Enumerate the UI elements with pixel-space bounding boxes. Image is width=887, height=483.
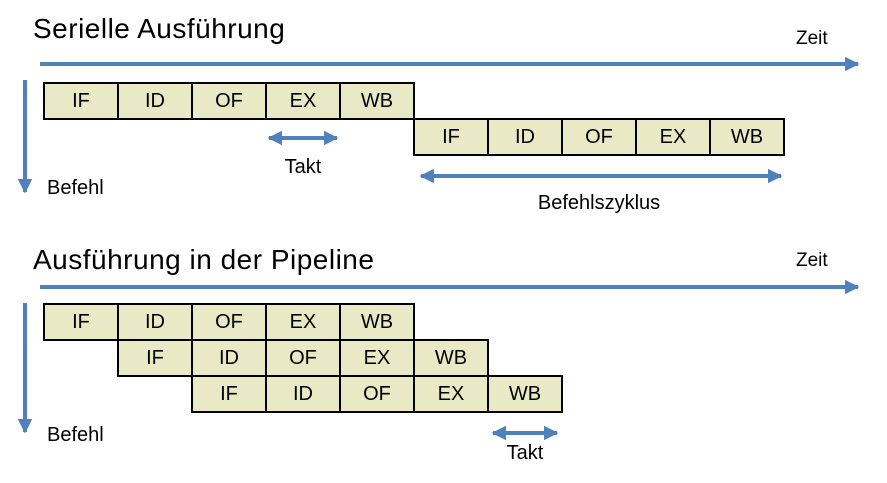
stage-cell: EX bbox=[265, 303, 341, 341]
stage-cell: WB bbox=[339, 82, 415, 120]
serial-time-axis-label: Zeit bbox=[796, 28, 828, 49]
stage-cell: IF bbox=[43, 82, 119, 120]
pipeline-section-title: Ausführung in der Pipeline bbox=[33, 244, 375, 275]
stage-cell: WB bbox=[487, 375, 563, 413]
stage-cell: OF bbox=[339, 375, 415, 413]
pipeline-instruction-1-row: IF ID OF EX WB bbox=[43, 303, 415, 341]
stage-cell: WB bbox=[709, 118, 785, 156]
stage-cell: ID bbox=[265, 375, 341, 413]
stage-cell: ID bbox=[191, 339, 267, 377]
stage-cell: IF bbox=[117, 339, 193, 377]
stage-cell: EX bbox=[265, 82, 341, 120]
befehlszyklus-label: Befehlszyklus bbox=[537, 192, 661, 214]
serial-instruction-1-row: IF ID OF EX WB bbox=[43, 82, 415, 120]
serial-takt-label: Takt bbox=[284, 156, 322, 178]
pipeline-befehl-label: Befehl bbox=[47, 424, 104, 446]
stage-cell: IF bbox=[43, 303, 119, 341]
stage-cell: IF bbox=[413, 118, 489, 156]
pipeline-instruction-3-row: IF ID OF EX WB bbox=[191, 375, 563, 413]
stage-cell: WB bbox=[413, 339, 489, 377]
stage-cell: OF bbox=[191, 303, 267, 341]
stage-cell: ID bbox=[117, 82, 193, 120]
pipeline-takt-label: Takt bbox=[506, 442, 544, 464]
stage-cell: OF bbox=[191, 82, 267, 120]
pipeline-instruction-2-row: IF ID OF EX WB bbox=[117, 339, 489, 377]
stage-cell: EX bbox=[339, 339, 415, 377]
stage-cell: OF bbox=[561, 118, 637, 156]
stage-cell: OF bbox=[265, 339, 341, 377]
stage-cell: EX bbox=[413, 375, 489, 413]
stage-cell: WB bbox=[339, 303, 415, 341]
serial-instruction-2-row: IF ID OF EX WB bbox=[413, 118, 785, 156]
serial-section-title: Serielle Ausführung bbox=[33, 13, 286, 44]
stage-cell: ID bbox=[487, 118, 563, 156]
stage-cell: ID bbox=[117, 303, 193, 341]
stage-cell: IF bbox=[191, 375, 267, 413]
pipeline-time-axis-label: Zeit bbox=[796, 250, 828, 271]
stage-cell: EX bbox=[635, 118, 711, 156]
serial-befehl-label: Befehl bbox=[47, 177, 104, 199]
